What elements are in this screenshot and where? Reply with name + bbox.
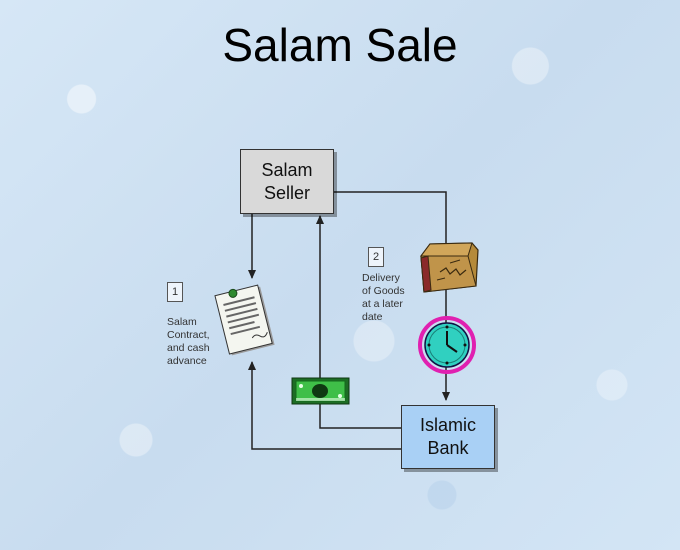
seller-label-line1: Salam (261, 159, 313, 180)
bank-label-line2: Bank (427, 438, 469, 458)
step-2-line: date (362, 311, 383, 323)
contract-document-icon (214, 284, 275, 356)
arrow-bank-to-seller (316, 215, 401, 429)
step-1-line: advance (167, 355, 207, 367)
step-1-line: and cash (167, 342, 210, 354)
salam-seller-node: Salam Seller (240, 149, 334, 214)
step-1-number: 1 (167, 282, 183, 302)
step-2-description: Delivery of Goods at a later date (362, 272, 432, 324)
step-2-line: at a later (362, 298, 403, 310)
step-1-description: Salam Contract, and cash advance (167, 316, 237, 368)
step-2-line: of Goods (362, 285, 405, 297)
arrow-bank-to-contract (248, 361, 401, 450)
step-2-line: Delivery (362, 272, 400, 284)
step-1-line: Contract, (167, 329, 210, 341)
step-2-number: 2 (368, 247, 384, 267)
bank-label-line1: Islamic (419, 415, 476, 435)
islamic-bank-node: Islamic Bank (401, 405, 495, 469)
step-1-line: Salam (167, 316, 197, 328)
cash-banknote-icon (291, 377, 350, 405)
slide-title: Salam Sale (222, 19, 458, 71)
goods-package-icon (420, 242, 479, 293)
clock-icon (418, 316, 476, 374)
seller-label-line2: Seller (263, 182, 311, 203)
